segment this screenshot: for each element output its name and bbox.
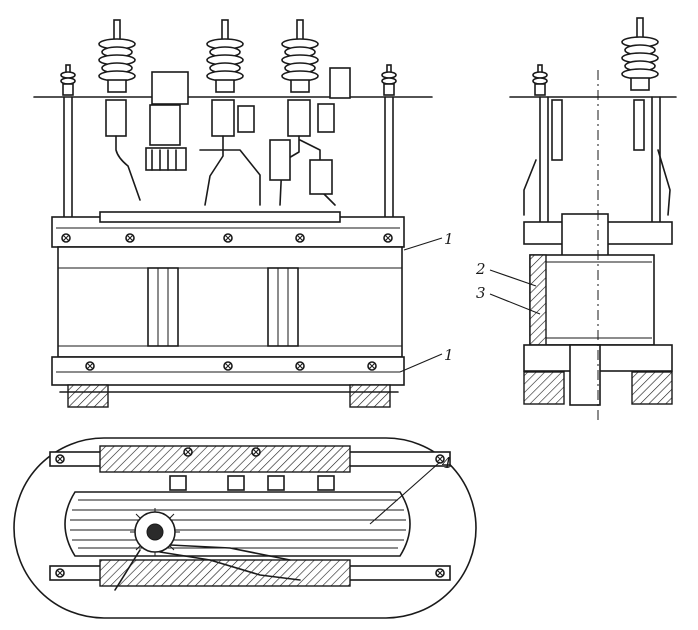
callout-2: 2 — [475, 260, 486, 278]
callout-4: 4 — [441, 454, 452, 472]
support-foot — [631, 371, 673, 405]
lv-bushing — [532, 64, 548, 96]
hv-bushing — [621, 17, 659, 91]
callout-1-upper: 1 — [444, 230, 454, 248]
support-foot — [349, 384, 391, 408]
support-foot — [523, 371, 565, 405]
plan-view: 4 — [13, 437, 477, 619]
winding-block — [529, 254, 655, 346]
core-windings — [57, 246, 403, 358]
lv-bushing — [381, 64, 397, 96]
support-foot — [67, 384, 109, 408]
side-view: 2 3 — [475, 17, 677, 420]
winding-hatch — [529, 254, 547, 346]
hv-bushing — [281, 19, 319, 93]
coil-body — [64, 491, 411, 557]
front-view: 1 1 — [33, 19, 454, 408]
callout-1-lower: 1 — [444, 346, 454, 364]
hv-bushing — [98, 19, 136, 93]
callout-3: 3 — [476, 284, 486, 302]
clamp-bar-top — [99, 445, 351, 473]
tank-outline — [13, 437, 477, 619]
tap-changer-head — [151, 71, 189, 105]
lv-bushing — [60, 64, 76, 96]
hv-bushing — [206, 19, 244, 93]
